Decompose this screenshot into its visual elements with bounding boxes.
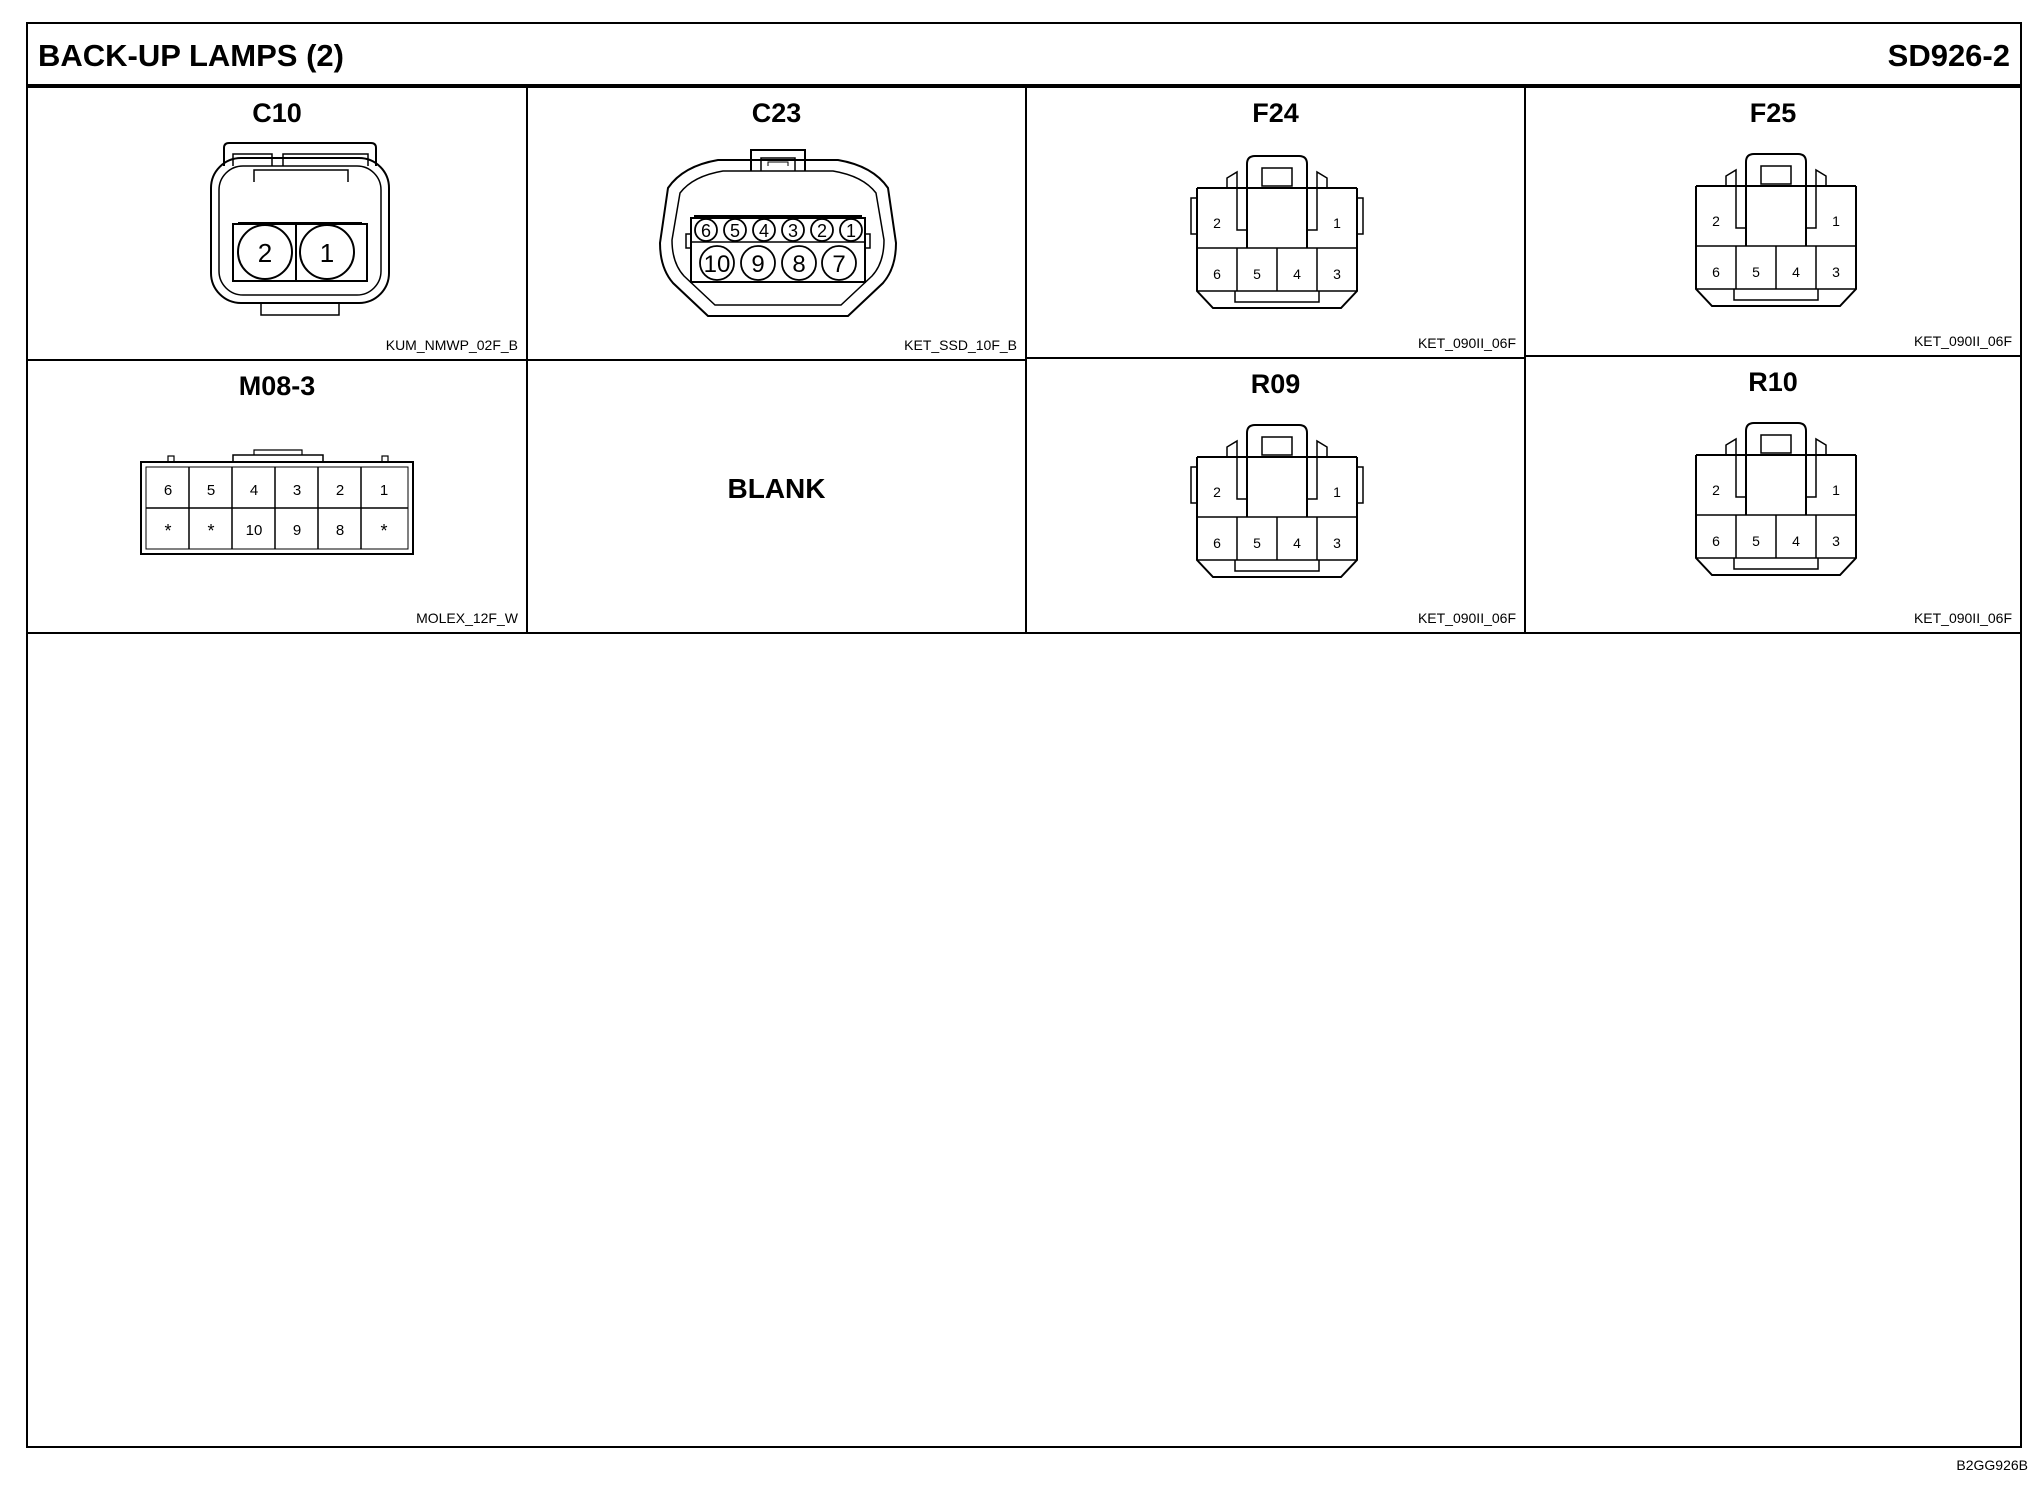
c23-bottom-row: 10 9 8 7 <box>699 245 857 281</box>
pin-label: 2 <box>1712 213 1720 229</box>
pin-label: 2 <box>258 238 272 268</box>
pin-label: 1 <box>846 221 856 241</box>
pin-label: 4 <box>1792 264 1800 280</box>
pin-label: 4 <box>250 482 258 499</box>
connector-f24-diagram: 2 1 6 5 4 3 <box>1190 155 1364 309</box>
pin-label: 5 <box>1253 535 1261 551</box>
pin-label: 5 <box>207 482 215 499</box>
connector-cell-r09: R09 <box>1027 359 1526 632</box>
connector-cell-r10: R10 2 1 <box>1526 357 2020 632</box>
pin-label: 6 <box>1712 264 1720 280</box>
pin-label: * <box>164 521 171 541</box>
pin-label: 2 <box>1213 215 1221 231</box>
pin-label: 1 <box>320 238 334 268</box>
part-number: KET_090II_06F <box>1417 335 1516 351</box>
part-number: KUM_NMWP_02F_B <box>385 337 518 353</box>
connector-r10-diagram: 2 1 6 5 4 3 <box>1695 422 1857 576</box>
pin-hole <box>810 218 834 242</box>
pin-label: 6 <box>701 221 711 241</box>
part-number: KET_090II_06F <box>1913 610 2012 626</box>
pin-hole <box>781 245 817 281</box>
pin-label: 6 <box>1213 266 1221 282</box>
pin-label: 3 <box>293 482 301 499</box>
connector-name: M08-3 <box>238 371 316 401</box>
pin-hole <box>237 224 293 280</box>
pin-label: 3 <box>1832 533 1840 549</box>
pin-hole <box>299 224 355 280</box>
page-code: SD926-2 <box>1887 38 2010 73</box>
diagram-sheet: BACK-UP LAMPS (2) SD926-2 C10 2 1 <box>26 22 2022 1448</box>
blank-label: BLANK <box>727 473 826 504</box>
pin-label: 4 <box>1293 266 1301 282</box>
pin-label: 5 <box>730 221 740 241</box>
pin-label: 3 <box>1832 264 1840 280</box>
pin-label: 1 <box>1832 482 1840 498</box>
pin-label: 2 <box>817 221 827 241</box>
pin-label: 3 <box>788 221 798 241</box>
connector-name: R09 <box>1250 369 1301 399</box>
pin-hole <box>699 245 735 281</box>
connector-grid: C10 2 1 KUM_NMWP_02F_B C23 <box>28 88 2020 634</box>
pin-hole <box>740 245 776 281</box>
connector-r09-diagram: 2 1 6 5 4 3 <box>1190 424 1364 578</box>
connector-c10-diagram: 2 1 <box>210 142 390 316</box>
connector-f25-diagram: 2 1 6 5 4 3 <box>1695 153 1857 307</box>
connector-cell-f24: F24 <box>1027 88 1526 359</box>
pin-label: 7 <box>832 251 845 278</box>
connector-name: R10 <box>1748 367 1798 397</box>
connector-cell-m08-3: M08-3 6 5 4 3 2 1 * * <box>28 361 528 632</box>
pin-label: 8 <box>792 251 805 278</box>
pin-label: 1 <box>380 482 388 499</box>
pin-hole <box>821 245 857 281</box>
c23-top-row: 6 5 4 3 2 1 <box>694 218 863 242</box>
pin-label: * <box>380 521 387 541</box>
connector-c23-diagram: 6 5 4 3 2 1 10 9 8 7 <box>658 149 898 317</box>
pin-hole <box>694 218 718 242</box>
pin-hole <box>752 218 776 242</box>
connector-name: F24 <box>1252 98 1299 128</box>
pin-label: 9 <box>751 251 764 278</box>
title-bar: BACK-UP LAMPS (2) SD926-2 <box>28 24 2020 88</box>
part-number: MOLEX_12F_W <box>416 610 518 626</box>
pin-label: 1 <box>1333 484 1341 500</box>
connector-cell-c10: C10 2 1 KUM_NMWP_02F_B <box>28 88 528 361</box>
pin-hole <box>781 218 805 242</box>
pin-label: 4 <box>1792 533 1800 549</box>
pin-hole <box>839 218 863 242</box>
pin-label: 3 <box>1333 535 1341 551</box>
pin-label: 8 <box>336 522 344 539</box>
part-number: KET_090II_06F <box>1417 610 1516 626</box>
part-number: KET_090II_06F <box>1913 333 2012 349</box>
pin-label: 9 <box>293 522 301 539</box>
pin-label: 1 <box>1333 215 1341 231</box>
pin-label: 2 <box>336 482 344 499</box>
pin-label: 6 <box>1712 533 1720 549</box>
pin-hole <box>723 218 747 242</box>
pin-label: 5 <box>1752 264 1760 280</box>
pin-label: 3 <box>1333 266 1341 282</box>
pin-label: 6 <box>164 482 172 499</box>
pin-label: 6 <box>1213 535 1221 551</box>
part-number: KET_SSD_10F_B <box>904 337 1017 353</box>
pin-label: 5 <box>1253 266 1261 282</box>
connector-cell-blank: BLANK <box>528 361 1027 632</box>
document-id: B2GG926B <box>1956 1457 2028 1473</box>
connector-cell-c23: C23 6 5 <box>528 88 1027 361</box>
pin-label: 10 <box>704 251 731 278</box>
pin-label: 1 <box>1832 213 1840 229</box>
pin-label: * <box>207 521 214 541</box>
pin-label: 5 <box>1752 533 1760 549</box>
connector-name: C23 <box>751 98 802 128</box>
connector-name: C10 <box>252 98 302 128</box>
page-title: BACK-UP LAMPS (2) <box>38 38 344 73</box>
connector-name: F25 <box>1749 98 1797 128</box>
pin-label: 2 <box>1213 484 1221 500</box>
connector-cell-f25: F25 2 1 <box>1526 88 2020 357</box>
connector-m08-3-diagram: 6 5 4 3 2 1 * * 10 9 8 * <box>140 449 414 555</box>
pin-label: 2 <box>1712 482 1720 498</box>
pin-label: 4 <box>1293 535 1301 551</box>
pin-label: 10 <box>246 522 263 539</box>
pin-label: 4 <box>759 221 769 241</box>
